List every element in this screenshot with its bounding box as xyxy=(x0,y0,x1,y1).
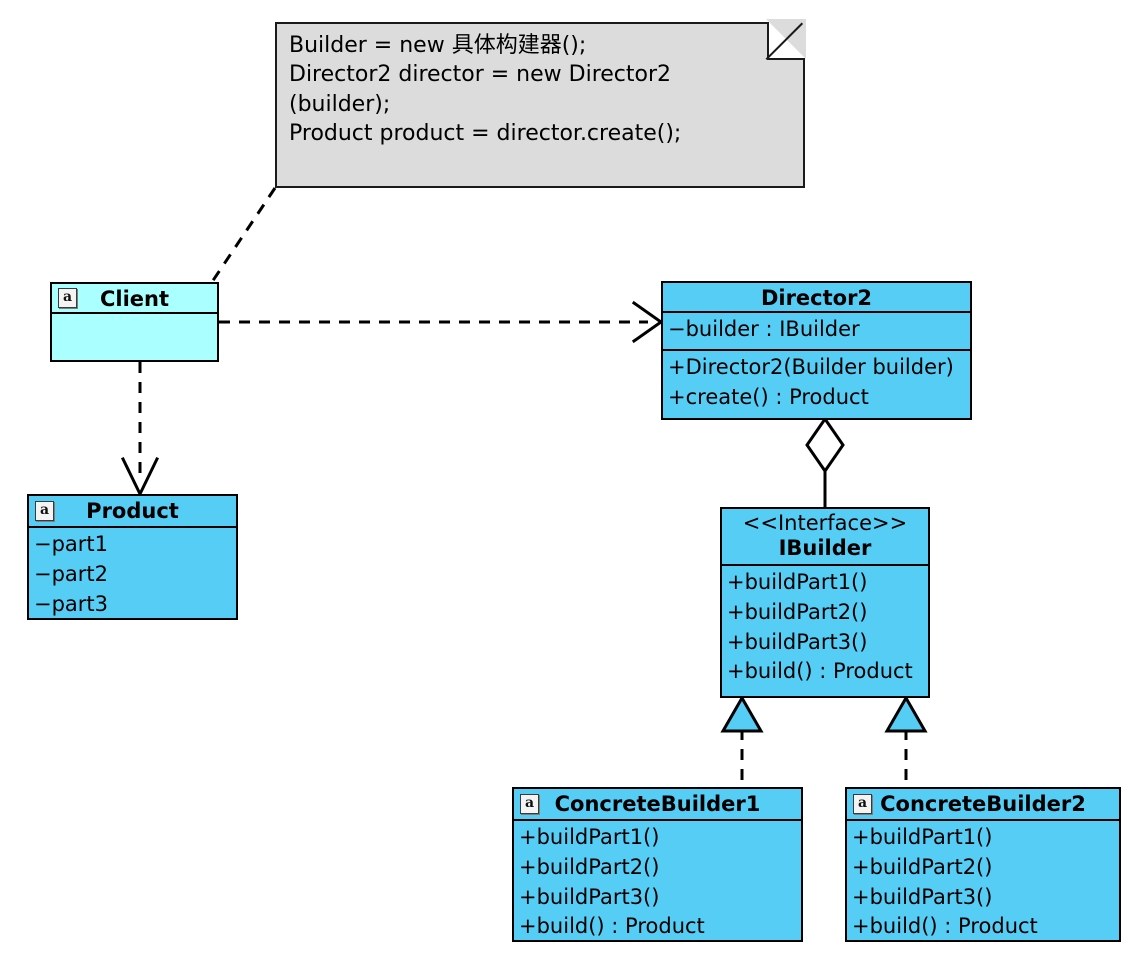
class-name-ibuilder: IBuilder xyxy=(778,535,872,560)
class-box-product[interactable]: a Product −part1 −part2 −part3 xyxy=(27,494,238,620)
class-stereotype-ibuilder: <<Interface>> xyxy=(742,511,908,535)
class-box-ibuilder[interactable]: <<Interface>> IBuilder +buildPart1() +bu… xyxy=(720,507,930,698)
class-body-client xyxy=(52,314,217,390)
director2-aggregation-diamond xyxy=(805,416,845,474)
class-glyph-icon: a xyxy=(58,288,77,308)
operation-row: +buildPart1() xyxy=(852,825,993,849)
class-header-concretebuilder1: a ConcreteBuilder1 xyxy=(514,789,801,821)
class-attributes-director2: −builder : IBuilder xyxy=(663,313,970,349)
class-operations-concretebuilder1: +buildPart1() +buildPart2() +buildPart3(… xyxy=(514,821,801,946)
attribute-row: −part2 xyxy=(34,561,109,586)
class-header-director2: Director2 xyxy=(663,283,970,313)
class-glyph-icon: a xyxy=(853,794,872,814)
note-line: Product product = director.create(); xyxy=(289,120,682,146)
operation-row: +buildPart3() xyxy=(519,884,660,909)
note-line: Director2 director = new Director2 xyxy=(289,62,672,88)
note-line: Builder = new 具体构建器(); xyxy=(289,33,587,58)
attribute-row: −builder : IBuilder xyxy=(668,317,860,341)
class-name-client: Client xyxy=(99,287,170,311)
operation-row: +buildPart1() xyxy=(727,570,868,594)
operation-row: +build() : Product xyxy=(852,914,1038,939)
attribute-row: −part3 xyxy=(34,591,109,616)
class-header-client: a Client xyxy=(52,284,217,314)
note-to-client-anchor xyxy=(210,187,277,283)
class-name-concretebuilder2: ConcreteBuilder2 xyxy=(880,792,1086,816)
operation-row: +Director2(Builder builder) xyxy=(668,354,954,379)
operation-row: +buildPart2() xyxy=(727,599,868,624)
concretebuilder1-realization-arrowhead xyxy=(720,694,764,733)
class-name-director2: Director2 xyxy=(760,286,873,310)
class-operations-director2: +Director2(Builder builder) +create() : … xyxy=(663,348,970,417)
note-fold-corner-icon xyxy=(766,19,806,60)
concretebuilder2-realization-arrowhead xyxy=(884,694,928,733)
class-glyph-icon: a xyxy=(35,501,54,521)
operation-row: +build() : Product xyxy=(727,659,913,684)
class-header-product: a Product xyxy=(29,496,236,528)
operation-row: +build() : Product xyxy=(519,914,705,939)
class-box-director2[interactable]: Director2 −builder : IBuilder +Director2… xyxy=(661,281,972,420)
class-name-product: Product xyxy=(86,499,179,523)
class-glyph-icon: a xyxy=(520,794,539,814)
operation-row: +buildPart2() xyxy=(852,854,993,879)
class-box-concretebuilder2[interactable]: a ConcreteBuilder2 +buildPart1() +buildP… xyxy=(845,787,1121,942)
operation-row: +buildPart1() xyxy=(519,825,660,849)
code-note[interactable]: Builder = new 具体构建器(); Director2 directo… xyxy=(275,19,806,188)
note-line: (builder); xyxy=(289,91,391,117)
operation-row: +buildPart2() xyxy=(519,854,660,879)
class-name-concretebuilder1: ConcreteBuilder1 xyxy=(554,792,761,816)
class-box-concretebuilder1[interactable]: a ConcreteBuilder1 +buildPart1() +buildP… xyxy=(512,787,803,942)
class-operations-ibuilder: +buildPart1() +buildPart2() +buildPart3(… xyxy=(722,566,928,691)
attribute-row: −part1 xyxy=(34,532,109,556)
class-box-client[interactable]: a Client xyxy=(50,282,219,362)
client-uses-product-arrowhead xyxy=(120,456,160,498)
operation-row: +buildPart3() xyxy=(852,884,993,909)
class-header-ibuilder: <<Interface>> IBuilder xyxy=(722,509,928,566)
class-header-concretebuilder2: a ConcreteBuilder2 xyxy=(847,789,1119,821)
client-uses-director2-arrowhead xyxy=(631,300,664,344)
operation-row: +create() : Product xyxy=(668,384,869,409)
operation-row: +buildPart3() xyxy=(727,629,868,654)
class-attributes-product: −part1 −part2 −part3 xyxy=(29,528,236,623)
class-operations-concretebuilder2: +buildPart1() +buildPart2() +buildPart3(… xyxy=(847,821,1119,946)
